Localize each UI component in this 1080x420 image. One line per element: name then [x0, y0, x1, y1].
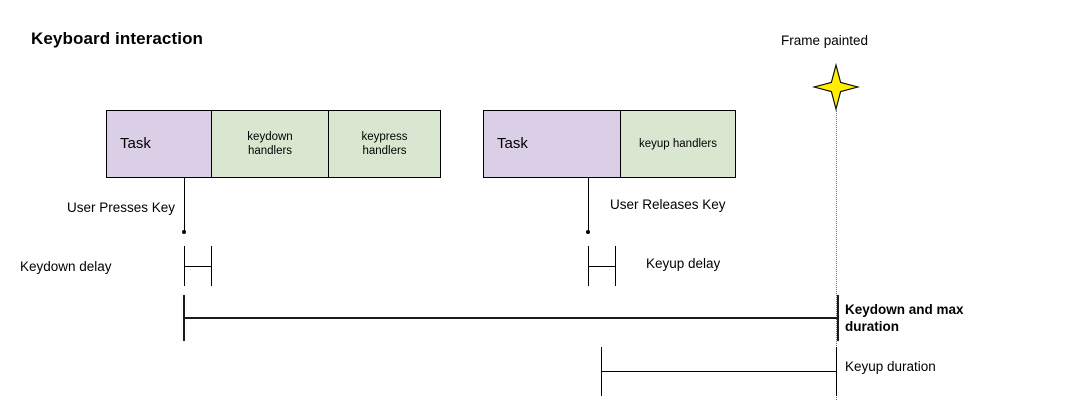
keydown-max-duration-line1: Keydown and max — [845, 302, 964, 317]
keyup-delay-label: Keyup delay — [646, 256, 721, 271]
task-box-keyup: Task — [483, 110, 621, 178]
keydown-duration-span — [183, 317, 839, 319]
keydown-max-duration-line2: duration — [845, 319, 899, 335]
page-title: Keyboard interaction — [31, 29, 204, 48]
keydown-delay-span — [184, 266, 212, 267]
keyup-pointer-arrowhead — [586, 230, 590, 234]
task-box-keydown: Task — [106, 110, 212, 178]
user-presses-key-label: User Presses Key — [66, 200, 175, 215]
keyup-handlers-box: keyup handlers — [620, 110, 736, 178]
keydown-max-duration-label: Keydown and max duration — [845, 301, 1035, 336]
keypress-handlers-box: keypress handlers — [328, 110, 441, 178]
keypress-handlers-label-line2: handlers — [362, 145, 407, 157]
keydown-handlers-box: keydown handlers — [211, 110, 329, 178]
keyup-pointer-line — [588, 178, 589, 232]
keyup-delay-span — [588, 266, 616, 267]
keydown-pointer-arrowhead — [182, 230, 186, 234]
user-releases-key-label: User Releases Key — [610, 197, 726, 212]
keypress-handlers-label-line1: keypress — [361, 130, 408, 143]
keyup-duration-span — [601, 371, 837, 372]
keydown-handlers-label-line1: keydown — [247, 130, 293, 143]
four-point-star-icon — [811, 62, 861, 112]
keydown-delay-label: Keydown delay — [20, 259, 112, 274]
keydown-duration-tick-right — [837, 295, 839, 341]
keydown-pointer-line — [184, 178, 185, 232]
frame-painted-label: Frame painted — [781, 33, 869, 48]
keydown-handlers-label-line2: handlers — [247, 145, 293, 157]
frame-painted-guideline — [836, 110, 837, 400]
keyup-duration-label: Keyup duration — [845, 359, 936, 374]
keyup-duration-tick-right — [836, 347, 837, 396]
